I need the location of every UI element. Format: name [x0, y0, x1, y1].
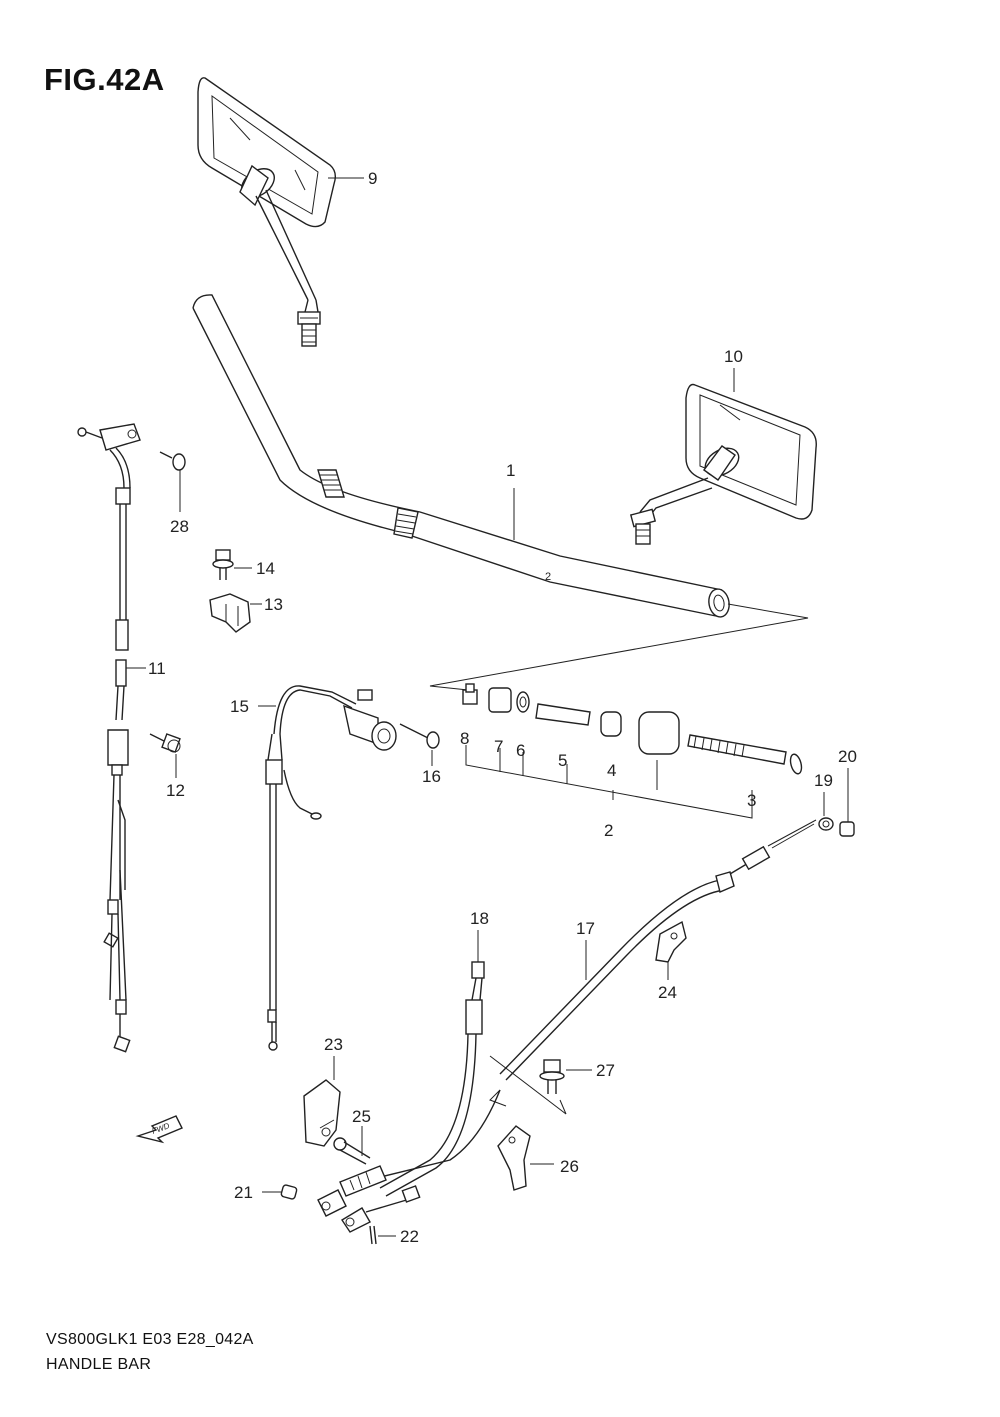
callout-11: 11 [148, 659, 166, 678]
callout-7: 7 [494, 737, 503, 756]
callout-17: 17 [576, 919, 595, 938]
svg-text:2: 2 [545, 571, 551, 583]
mirror-left[interactable] [197, 77, 337, 347]
callout-2: 2 [604, 821, 613, 840]
callout-5: 5 [558, 751, 567, 770]
callout-18: 18 [470, 909, 489, 928]
cable-end-assembly[interactable] [317, 1165, 421, 1233]
cable-18[interactable] [359, 930, 501, 1197]
handlebar[interactable]: 2 [192, 294, 809, 691]
callout-27: 27 [596, 1061, 615, 1080]
bracket-24[interactable] [655, 920, 687, 980]
bolt-25[interactable] [333, 1126, 371, 1165]
callout-28: 28 [170, 517, 189, 536]
callout-13: 13 [264, 595, 283, 614]
bolt-27[interactable] [489, 1055, 592, 1115]
pin-21[interactable] [262, 1184, 298, 1200]
callout-26: 26 [560, 1157, 579, 1176]
callout-16: 16 [422, 767, 441, 786]
callout-12: 12 [166, 781, 185, 800]
screw-12[interactable] [149, 733, 181, 778]
callout-1: 1 [506, 461, 515, 480]
clamp-13[interactable] [209, 593, 262, 633]
callout-25: 25 [352, 1107, 371, 1126]
figure-title: FIG.42A [44, 62, 165, 97]
callout-24: 24 [658, 983, 677, 1002]
mirror-right[interactable] [629, 383, 817, 545]
throttle-cable-left[interactable] [77, 423, 141, 1053]
callout-4: 4 [607, 761, 616, 780]
figure-name: HANDLE BAR [46, 1356, 152, 1373]
figure-code: VS800GLK1 E03 E28_042A [46, 1331, 254, 1348]
callout-3: 3 [747, 791, 756, 810]
clutch-cable-17[interactable] [499, 819, 817, 1081]
callout-labels: 1 2 3 4 5 6 7 8 9 10 11 12 13 14 15 16 1… [126, 169, 857, 1246]
callout-15: 15 [230, 697, 249, 716]
screw-28[interactable] [159, 451, 186, 512]
callout-23: 23 [324, 1035, 343, 1054]
callout-9: 9 [368, 169, 377, 188]
callout-20: 20 [838, 747, 857, 766]
callout-8: 8 [460, 729, 469, 748]
bracket-26[interactable] [497, 1125, 554, 1191]
screw-16[interactable] [399, 723, 440, 766]
callout-14: 14 [256, 559, 275, 578]
callout-22: 22 [400, 1227, 419, 1246]
switch-cable-15[interactable] [265, 685, 397, 1051]
callout-19: 19 [814, 771, 833, 790]
forward-arrow-icon: FWD [135, 1115, 183, 1144]
cotter-pin-22[interactable] [369, 1225, 396, 1245]
callout-10: 10 [724, 347, 743, 366]
bolt-14[interactable] [212, 549, 252, 580]
callout-21: 21 [234, 1183, 253, 1202]
bracket-23[interactable] [303, 1056, 341, 1147]
part-20[interactable] [839, 768, 855, 837]
callout-6: 6 [516, 741, 525, 760]
grip-end-assembly[interactable] [462, 683, 803, 819]
part-19[interactable] [818, 792, 834, 831]
